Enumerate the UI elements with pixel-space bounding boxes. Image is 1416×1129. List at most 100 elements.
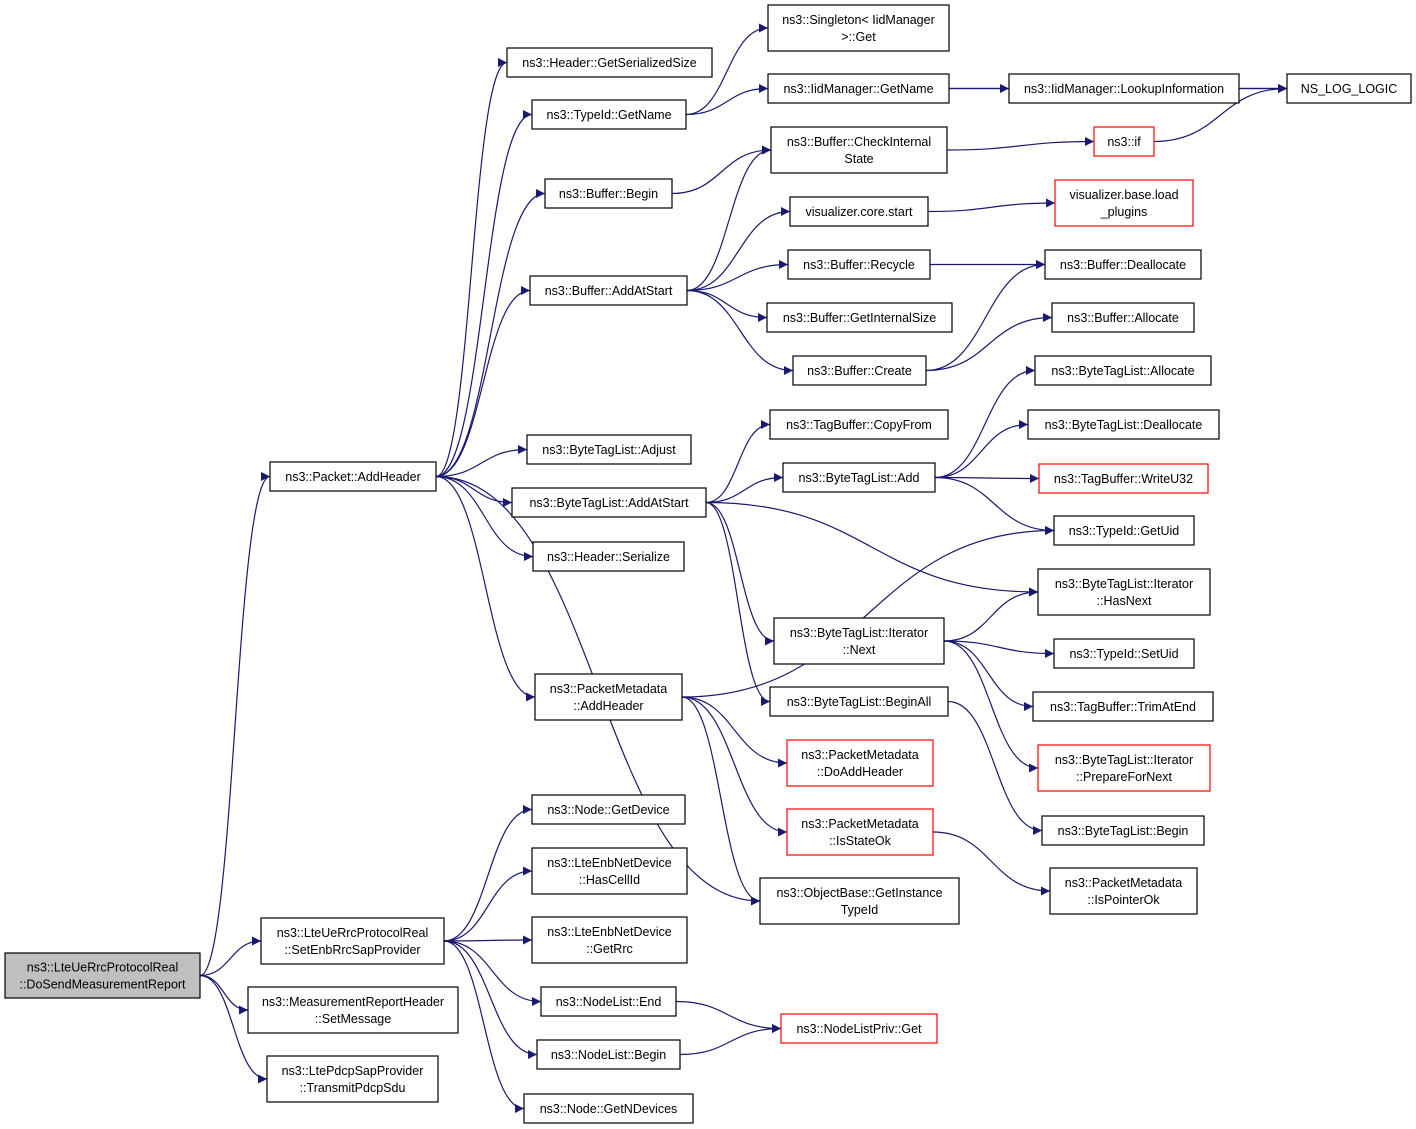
node-ns_log_logic[interactable]: NS_LOG_LOGIC <box>1286 73 1412 104</box>
node-btl_allocate[interactable]: ns3::ByteTagList::Allocate <box>1034 355 1212 386</box>
node-buf_getinternalsize[interactable]: ns3::Buffer::GetInternalSize <box>766 302 953 333</box>
node-box <box>1027 409 1220 440</box>
node-nodelistpriv_get[interactable]: ns3::NodeListPriv::Get <box>780 1013 938 1044</box>
node-iid_lookup[interactable]: ns3::IidManager::LookupInformation <box>1008 73 1240 104</box>
node-buf_allocate[interactable]: ns3::Buffer::Allocate <box>1051 302 1195 333</box>
node-label: ::IsStateOk <box>829 834 892 848</box>
node-btl_add[interactable]: ns3::ByteTagList::Add <box>782 462 936 493</box>
node-btl_adjust[interactable]: ns3::ByteTagList::Adjust <box>526 434 692 465</box>
node-nodelist_end[interactable]: ns3::NodeList::End <box>540 986 677 1017</box>
node-hdr_size[interactable]: ns3::Header::GetSerializedSize <box>506 47 713 78</box>
edge-btl_addatstart-to-btl_beginall <box>705 501 771 706</box>
node-label: ns3::Packet::AddHeader <box>285 470 421 484</box>
node-box <box>1037 568 1211 616</box>
node-label: ns3::Buffer::Deallocate <box>1060 258 1186 272</box>
node-vis_start[interactable]: visualizer.core.start <box>789 196 929 227</box>
node-nodelist_begin[interactable]: ns3::NodeList::Begin <box>536 1039 681 1070</box>
node-enb_hascellid[interactable]: ns3::LteEnbNetDevice::HasCellId <box>531 847 688 895</box>
node-node_getdevice[interactable]: ns3::Node::GetDevice <box>531 794 686 825</box>
edge-btl_add-to-typeid_getuid <box>934 476 1055 535</box>
node-box <box>529 275 688 306</box>
node-buf_begin[interactable]: ns3::Buffer::Begin <box>544 178 673 209</box>
node-btl_it_hasnext[interactable]: ns3::ByteTagList::Iterator::HasNext <box>1037 568 1211 616</box>
edge-pm_addheader-to-objbase_gettypeid <box>681 696 761 906</box>
node-box <box>531 847 688 895</box>
edge-btl_add-to-tagbuf_writeu32 <box>934 473 1040 483</box>
node-typeid_setuid[interactable]: ns3::TypeId::SetUid <box>1053 638 1195 669</box>
node-box <box>770 126 948 174</box>
edge-addheader-to-hdr_size <box>435 58 508 478</box>
node-addheader[interactable]: ns3::Packet::AddHeader <box>269 461 437 492</box>
node-pm_ispointerok[interactable]: ns3::PacketMetadata::IsPointerOk <box>1049 867 1198 915</box>
edge-typeid_getname-to-iid_getname <box>685 84 769 116</box>
node-btl_it_next[interactable]: ns3::ByteTagList::Iterator::Next <box>773 617 945 665</box>
edge-pm_addheader-to-pm_doaddheader <box>681 696 788 768</box>
node-tagbuf_copyfrom[interactable]: ns3::TagBuffer::CopyFrom <box>769 409 949 440</box>
node-label: ns3::IidManager::LookupInformation <box>1024 82 1224 96</box>
edge-addheader-to-typeid_getname <box>435 110 533 478</box>
node-typeid_getname[interactable]: ns3::TypeId::GetName <box>531 99 687 130</box>
node-node_getndevices[interactable]: ns3::Node::GetNDevices <box>523 1093 694 1124</box>
edge-buf_begin-to-buf_checkstate <box>671 145 772 195</box>
node-box <box>1041 815 1205 846</box>
node-typeid_getuid[interactable]: ns3::TypeId::GetUid <box>1053 515 1195 546</box>
node-box <box>4 952 201 999</box>
node-tagbuf_trimatend[interactable]: ns3::TagBuffer::TrimAtEnd <box>1032 691 1214 722</box>
node-box <box>536 1039 681 1070</box>
edge-btl_it_next-to-btl_it_hasnext <box>943 587 1039 642</box>
node-btl_it_preparefornext[interactable]: ns3::ByteTagList::Iterator::PrepareForNe… <box>1037 744 1211 792</box>
node-root[interactable]: ns3::LteUeRrcProtocolReal::DoSendMeasure… <box>4 952 201 999</box>
node-label: visualizer.core.start <box>806 205 914 219</box>
node-box <box>1053 515 1195 546</box>
node-box <box>266 1055 439 1103</box>
node-btl_addatstart[interactable]: ns3::ByteTagList::AddAtStart <box>511 487 707 518</box>
node-label: ns3::Node::GetNDevices <box>540 1102 678 1116</box>
edge-setenb-to-nodelist_end <box>443 940 542 1006</box>
node-transmit[interactable]: ns3::LtePdcpSapProvider::TransmitPdcpSdu <box>266 1055 439 1103</box>
edge-buf_addatstart-to-buf_create <box>686 289 794 375</box>
node-singleton_get[interactable]: ns3::Singleton< IidManager >::Get <box>767 4 950 52</box>
node-tagbuf_writeu32[interactable]: ns3::TagBuffer::WriteU32 <box>1038 463 1209 494</box>
node-label: ns3::Header::Serialize <box>547 550 670 564</box>
node-label: _plugins <box>1100 205 1148 219</box>
edge-root-to-transmit <box>199 974 268 1084</box>
node-label: ::SetEnbRrcSapProvider <box>284 943 420 957</box>
node-buf_create[interactable]: ns3::Buffer::Create <box>792 355 927 386</box>
node-box <box>540 986 677 1017</box>
node-box <box>786 808 934 856</box>
node-enb_getrrc[interactable]: ns3::LteEnbNetDevice::GetRrc <box>531 916 688 964</box>
node-label: ns3::ByteTagList::Iterator <box>790 626 928 640</box>
node-buf_addatstart[interactable]: ns3::Buffer::AddAtStart <box>529 275 688 306</box>
node-btl_deallocate[interactable]: ns3::ByteTagList::Deallocate <box>1027 409 1220 440</box>
node-measmsg[interactable]: ns3::MeasurementReportHeader::SetMessage <box>247 986 459 1034</box>
edge-ns3_if-to-ns_log_logic <box>1153 84 1288 143</box>
node-hdr_serialize[interactable]: ns3::Header::Serialize <box>532 541 685 572</box>
node-pm_addheader[interactable]: ns3::PacketMetadata::AddHeader <box>534 673 683 721</box>
edge-addheader-to-buf_addatstart <box>435 286 531 478</box>
node-btl_begin[interactable]: ns3::ByteTagList::Begin <box>1041 815 1205 846</box>
node-iid_getname[interactable]: ns3::IidManager::GetName <box>767 73 950 104</box>
node-label: ns3::ByteTagList::Add <box>799 471 920 485</box>
node-box <box>506 47 713 78</box>
edge-nodelist_begin-to-nodelistpriv_get <box>679 1024 782 1056</box>
node-buf_deallocate[interactable]: ns3::Buffer::Deallocate <box>1044 249 1202 280</box>
node-ns3_if[interactable]: ns3::if <box>1093 126 1155 157</box>
edge-root-to-setenb <box>199 936 262 977</box>
node-btl_beginall[interactable]: ns3::ByteTagList::BeginAll <box>769 686 949 717</box>
node-pm_doaddheader[interactable]: ns3::PacketMetadata::DoAddHeader <box>786 739 934 787</box>
node-pm_isstateok[interactable]: ns3::PacketMetadata::IsStateOk <box>786 808 934 856</box>
node-label: ns3::Header::GetSerializedSize <box>522 56 696 70</box>
node-box <box>789 196 929 227</box>
node-box <box>1008 73 1240 104</box>
node-label: ns3::MeasurementReportHeader <box>262 995 444 1009</box>
node-box <box>1049 867 1198 915</box>
node-vis_loadplugins[interactable]: visualizer.base.load_plugins <box>1054 179 1194 227</box>
node-label: ns3::ByteTagList::Deallocate <box>1045 418 1203 432</box>
node-box <box>780 1013 938 1044</box>
node-buf_recycle[interactable]: ns3::Buffer::Recycle <box>787 249 931 280</box>
node-setenb[interactable]: ns3::LteUeRrcProtocolReal::SetEnbRrcSapP… <box>260 917 445 965</box>
node-box <box>773 617 945 665</box>
node-label: ::DoAddHeader <box>817 765 903 779</box>
